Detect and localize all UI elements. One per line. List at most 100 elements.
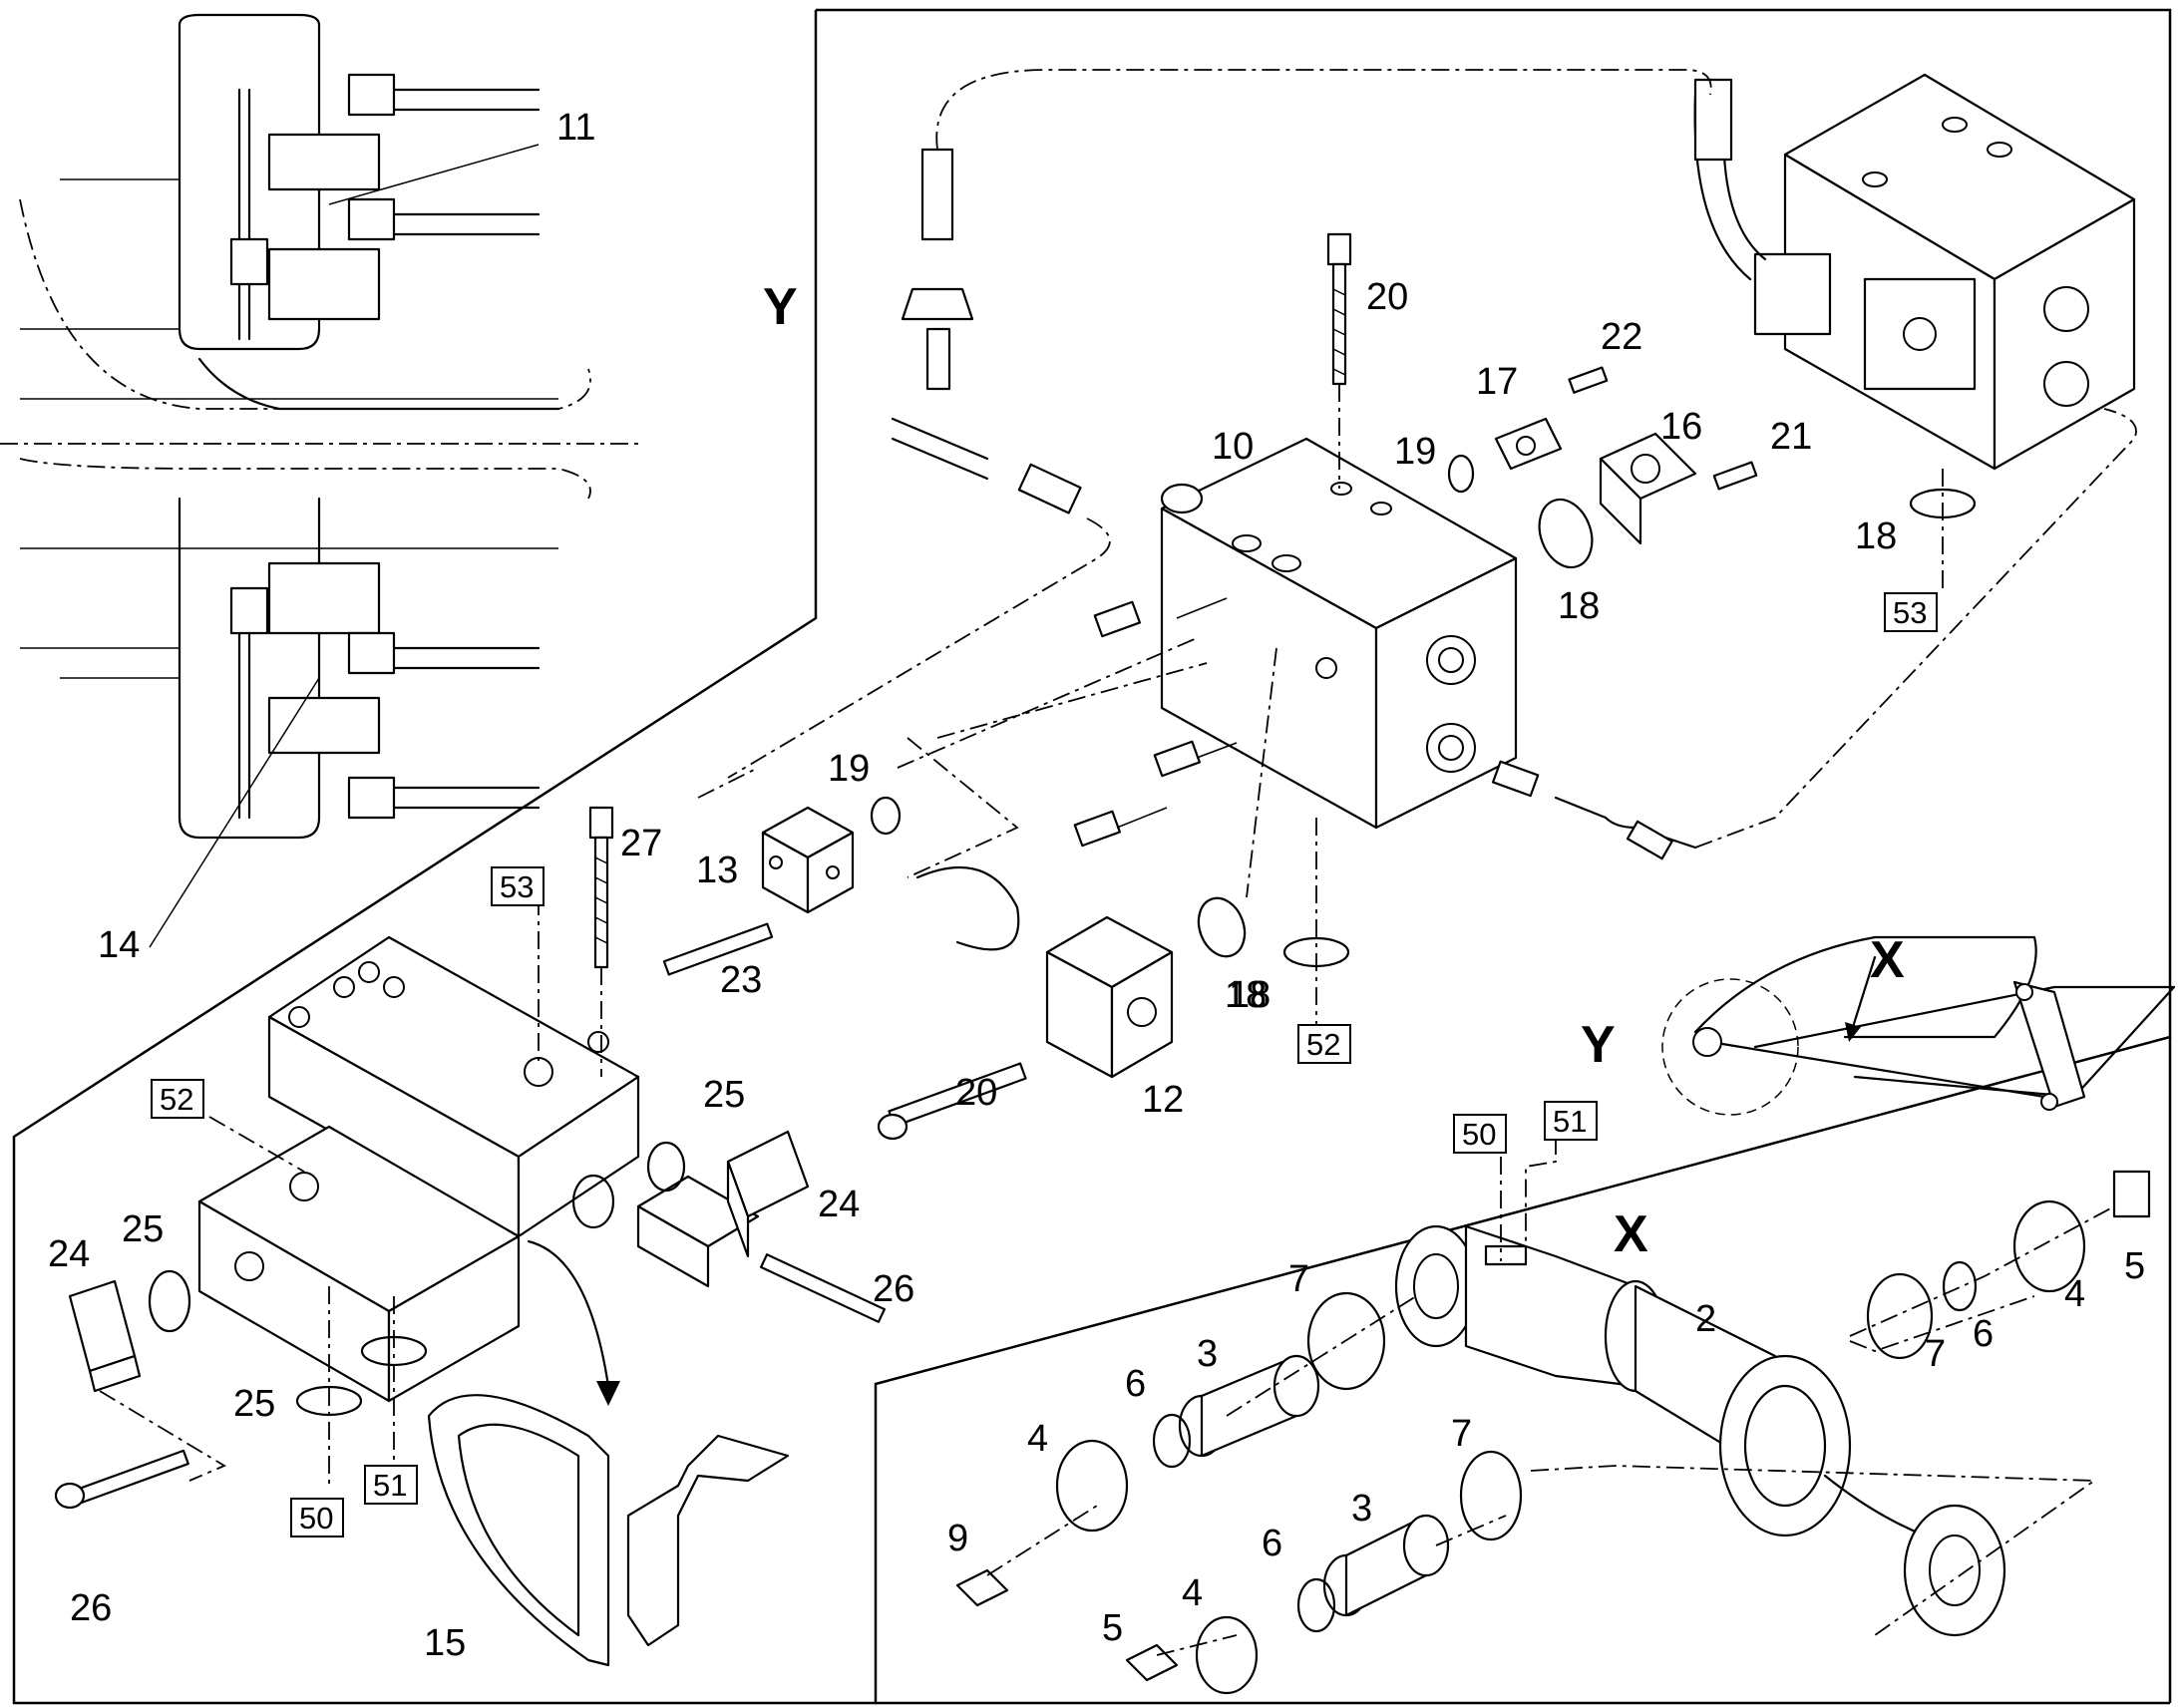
callout-27: 27: [620, 823, 662, 864]
o-ring-18-block12: [1197, 896, 1247, 958]
bolt-9: [955, 1568, 1009, 1607]
ring-6-upper: [1152, 1413, 1192, 1469]
hose-fittings: [727, 69, 2137, 860]
callout-4: 4: [1182, 1572, 1203, 1614]
callout-18: 18: [1229, 974, 1271, 1016]
inset-machine-view: [1661, 935, 2176, 1116]
o-ring-19-side: [870, 796, 902, 836]
overview-top: [19, 13, 591, 411]
flange-17: [1494, 417, 1563, 471]
flange-24-left: [68, 1279, 142, 1393]
ref-box-50: 50: [1462, 1117, 1496, 1152]
block-group-bracket: [697, 737, 1019, 878]
block-leader: [897, 637, 1208, 769]
leader-14: [149, 677, 320, 948]
bracket-15: [427, 1394, 790, 1667]
plate-4-upper: [1055, 1439, 1129, 1533]
callout-18: 18: [1225, 974, 1267, 1016]
flange-16: [1599, 432, 1697, 545]
bolt-22: [1568, 366, 1609, 394]
callout-2: 2: [1695, 1298, 1716, 1340]
overview-bottom: [19, 458, 591, 840]
callout-17: 17: [1476, 361, 1518, 403]
callout-6: 6: [1125, 1363, 1146, 1405]
pin-3-lower: [1322, 1514, 1450, 1617]
axis-26-left: [99, 1390, 226, 1482]
callout-18: 18: [1855, 515, 1897, 557]
washer-7-upper: [1306, 1291, 1386, 1391]
callout-4: 4: [1027, 1418, 1048, 1460]
axis-51-cyl: [1525, 1137, 1557, 1261]
ref-box-51: 51: [373, 1468, 407, 1503]
axis-52-left: [208, 1116, 305, 1173]
callout-7: 7: [1451, 1413, 1472, 1455]
ring-6-lower: [1296, 1577, 1336, 1633]
callout-16: 16: [1660, 406, 1702, 448]
view-label-y: Y: [763, 278, 798, 336]
mounting-plate: [197, 935, 640, 1403]
callout-15: 15: [424, 1622, 466, 1664]
right-bracket: [1849, 1295, 2035, 1352]
callout-24: 24: [818, 1184, 860, 1225]
bolt-23: [662, 922, 774, 976]
callout-11: 11: [556, 107, 595, 149]
callout-20: 20: [1366, 276, 1408, 318]
cylinder-axis-right: [1849, 1205, 2115, 1337]
arrow-head: [596, 1381, 620, 1406]
bolt-5-lower: [1125, 1643, 1179, 1682]
callout-14: 14: [98, 924, 140, 966]
callout-22: 22: [1601, 316, 1642, 358]
block-axis: [1246, 647, 1277, 898]
cylinder-bracket: [1530, 1465, 2097, 1636]
ref-box-50: 50: [299, 1501, 333, 1536]
panel-borders: [12, 8, 2172, 1705]
ref-box-52: 52: [1306, 1027, 1340, 1062]
callout-25: 25: [233, 1383, 275, 1425]
callout-26: 26: [70, 1587, 112, 1629]
reference-boxes: 50 50 51 51 52 52 53 53: [151, 592, 1938, 1537]
callout-26: 26: [873, 1268, 914, 1310]
ref-box-52: 52: [160, 1082, 193, 1117]
view-label-x: X: [1614, 1205, 1648, 1263]
bolt-5-right: [2112, 1170, 2151, 1218]
plate-4-right: [2012, 1199, 2086, 1293]
callout-4: 4: [2064, 1273, 2085, 1315]
o-ring-19-top: [1447, 454, 1475, 494]
callout-18: 18: [1558, 585, 1600, 627]
ref-box-53: 53: [1893, 595, 1927, 630]
callout-10: 10: [1212, 426, 1254, 468]
ref-box-51: 51: [1553, 1104, 1587, 1139]
callout-19: 19: [1394, 431, 1436, 473]
remote-valve-block: [1693, 73, 2136, 471]
callout-20: 20: [955, 1072, 997, 1114]
block-12: [1045, 915, 1174, 1079]
ring-6-right: [1942, 1260, 1978, 1312]
o-ring-25-b: [571, 1174, 615, 1229]
o-ring-18-main: [1538, 498, 1594, 569]
callout-7: 7: [1925, 1333, 1946, 1375]
bolt-21: [1712, 461, 1758, 491]
valve-block-10: [1160, 437, 1518, 830]
callout-7: 7: [1288, 1258, 1309, 1300]
callout-25: 25: [703, 1074, 745, 1116]
callout-6: 6: [1973, 1313, 1994, 1355]
block-13: [761, 806, 855, 914]
washer-7-right: [1866, 1272, 1934, 1360]
leader-11: [328, 144, 540, 205]
callout-5: 5: [1102, 1607, 1123, 1649]
callout-24: 24: [48, 1233, 90, 1275]
callout-23: 23: [720, 959, 762, 1001]
callout-6: 6: [1262, 1523, 1282, 1564]
bolt-27: [588, 806, 614, 1077]
bolt-26-left: [54, 1449, 189, 1510]
washer-7-lower: [1459, 1450, 1523, 1541]
cylinder-axis-upper: [986, 1295, 1417, 1576]
mount-arrow: [527, 1239, 610, 1388]
callout-3: 3: [1351, 1488, 1372, 1530]
callout-19: 19: [828, 748, 870, 790]
view-label-y: Y: [1581, 1016, 1616, 1074]
bolt-26-right: [760, 1253, 886, 1323]
plate-4-lower: [1195, 1615, 1259, 1695]
callout-12: 12: [1142, 1079, 1184, 1121]
